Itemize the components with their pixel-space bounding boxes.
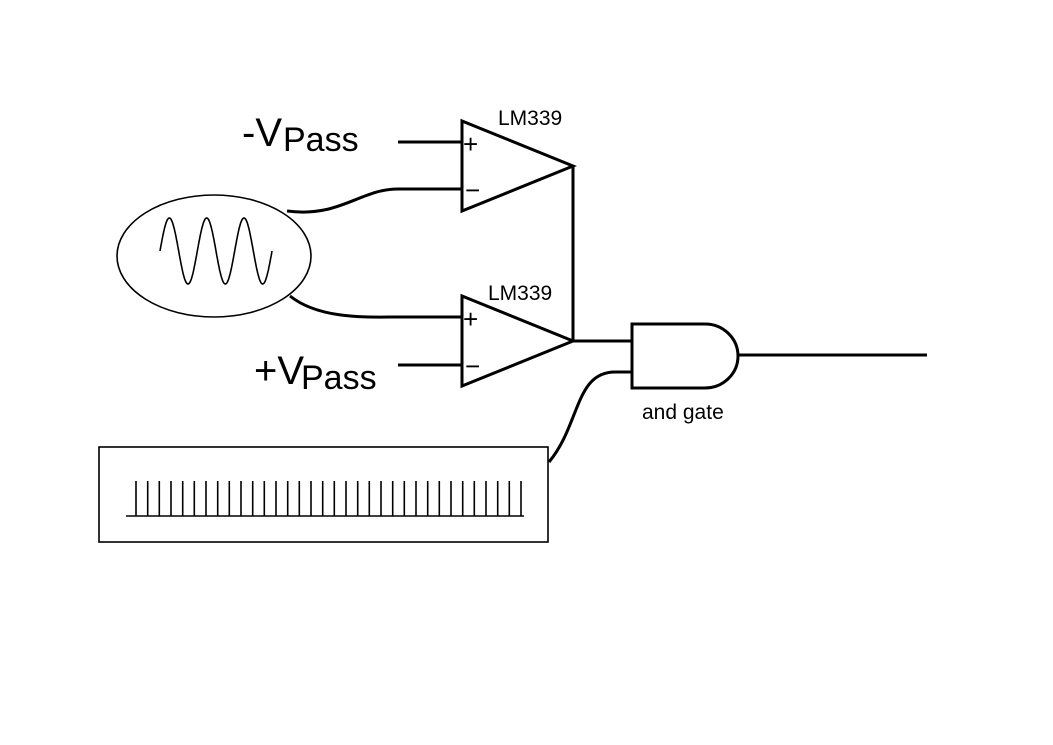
svg-text:Pass: Pass [283,121,359,159]
pos-vpass-label: +V Pass [254,349,377,397]
svg-text:+V: +V [254,349,304,393]
comparator-bottom-minus: − [465,351,480,381]
wire-sine-to-bottom-comparator [289,294,462,319]
and-gate-symbol [630,322,740,390]
comparator-top-label: LM339 [498,107,562,130]
comparator-top: + − [460,118,577,214]
comparator-top-plus: + [463,129,478,159]
comparator-top-minus: − [465,175,480,205]
wire-sine-to-top-comparator [286,187,462,214]
svg-text:-V: -V [242,111,282,155]
neg-vpass-label: -V Pass [242,111,359,159]
comparator-bottom-label: LM339 [488,282,552,305]
sine-wave-icon [159,217,273,285]
wire-pulse-to-and-gate [547,370,632,463]
sine-source [116,194,312,318]
and-gate-label: and gate [642,401,724,424]
pulse-ticks [135,481,522,516]
comparator-bottom-plus: + [463,304,478,334]
svg-text:Pass: Pass [301,359,377,397]
comparator-bottom: + − [460,293,577,389]
pulse-train-source [98,446,549,543]
